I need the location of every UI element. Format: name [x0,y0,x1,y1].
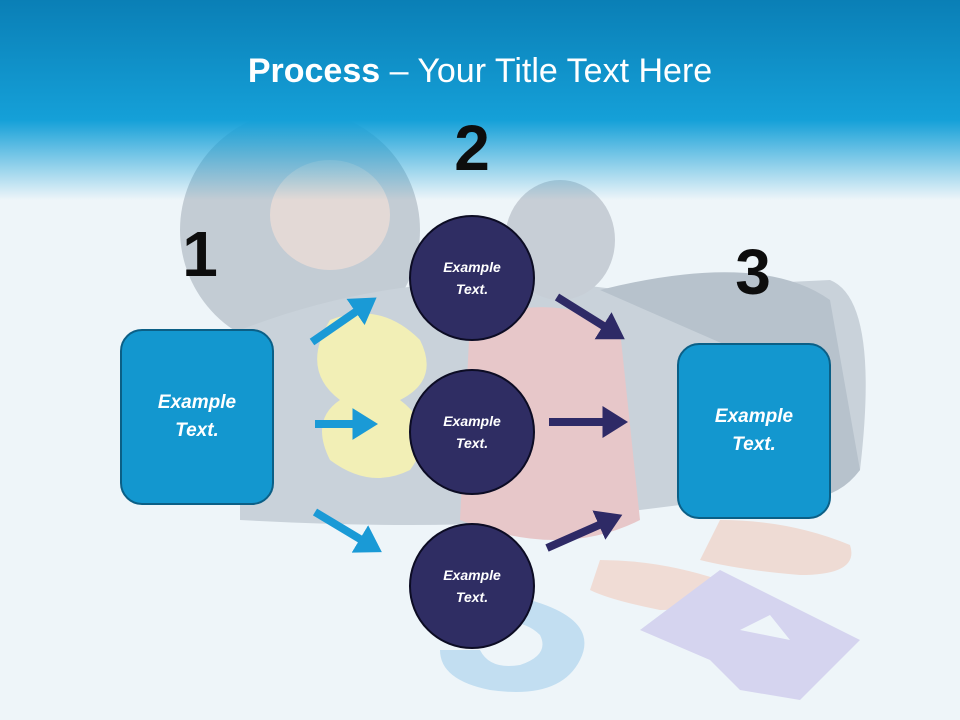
arrow-left-to-bottom [312,508,382,553]
arrow-bottom-to-right [545,510,623,552]
circle-middle-text: Example Text. [443,412,501,451]
left-box-text: Example Text. [157,391,237,442]
title-band [0,0,960,200]
step-number-3: 3 [735,236,771,308]
page-title: Process – Your Title Text Here [0,52,960,91]
arrow-top-to-right [554,293,625,340]
circle-middle: Example Text. [409,369,535,495]
circle-top: Example Text. [409,215,535,341]
title-bold: Process [247,52,381,90]
step-number-1: 1 [182,218,218,290]
right-box: Example Text. [677,343,831,519]
right-box-text: Example Text. [714,405,794,456]
circle-bottom-text: Example Text. [443,566,501,605]
left-box: Example Text. [120,329,274,505]
circle-bottom: Example Text. [409,523,535,649]
circle-top-text: Example Text. [443,258,501,297]
step-number-2: 2 [454,112,490,184]
title-rest: – Your Title Text Here [380,52,713,90]
arrow-left-to-top [309,297,377,346]
